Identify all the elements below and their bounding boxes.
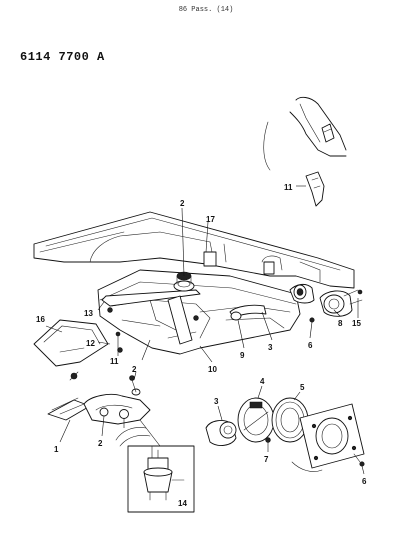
heat-shield xyxy=(33,319,123,381)
callout-14: 14 xyxy=(178,499,187,508)
callout-labels: 2 17 11 13 16 12 11 10 9 3 6 8 15 2 1 2 … xyxy=(36,183,367,508)
callout-15: 15 xyxy=(352,319,361,328)
quarter-panel-inset xyxy=(263,96,347,171)
callout-4: 4 xyxy=(260,377,265,386)
callout-3: 3 xyxy=(214,397,219,406)
callout-6: 6 xyxy=(308,341,313,350)
page-header: 86 Pass. (14) xyxy=(178,6,234,14)
callout-11: 11 xyxy=(110,357,119,366)
filler-neck xyxy=(289,283,363,323)
callout-17: 17 xyxy=(206,215,215,224)
callout-16: 16 xyxy=(36,315,45,324)
callout-13: 13 xyxy=(84,309,93,318)
part-number: 6114 7700 A xyxy=(20,50,105,64)
callout-12: 12 xyxy=(86,339,95,348)
callout-9: 9 xyxy=(240,351,245,360)
leader-lines xyxy=(45,207,365,475)
callout-2: 2 xyxy=(98,439,103,448)
floor-pan xyxy=(33,211,355,289)
callout-7: 7 xyxy=(264,455,269,464)
valve-assembly xyxy=(47,375,151,447)
callout-8: 8 xyxy=(338,319,343,328)
detail-box-14 xyxy=(127,419,195,513)
callout-11: 11 xyxy=(284,183,293,192)
sender-exploded xyxy=(205,397,365,472)
fuel-tank xyxy=(97,269,301,355)
callout-2: 2 xyxy=(180,199,185,208)
callout-1: 1 xyxy=(54,445,59,454)
callout-10: 10 xyxy=(208,365,217,374)
callout-5: 5 xyxy=(300,383,305,392)
bracket-part-11 xyxy=(296,171,325,207)
callout-2: 2 xyxy=(132,365,137,374)
callout-6: 6 xyxy=(362,477,367,486)
callout-3: 3 xyxy=(268,343,273,352)
